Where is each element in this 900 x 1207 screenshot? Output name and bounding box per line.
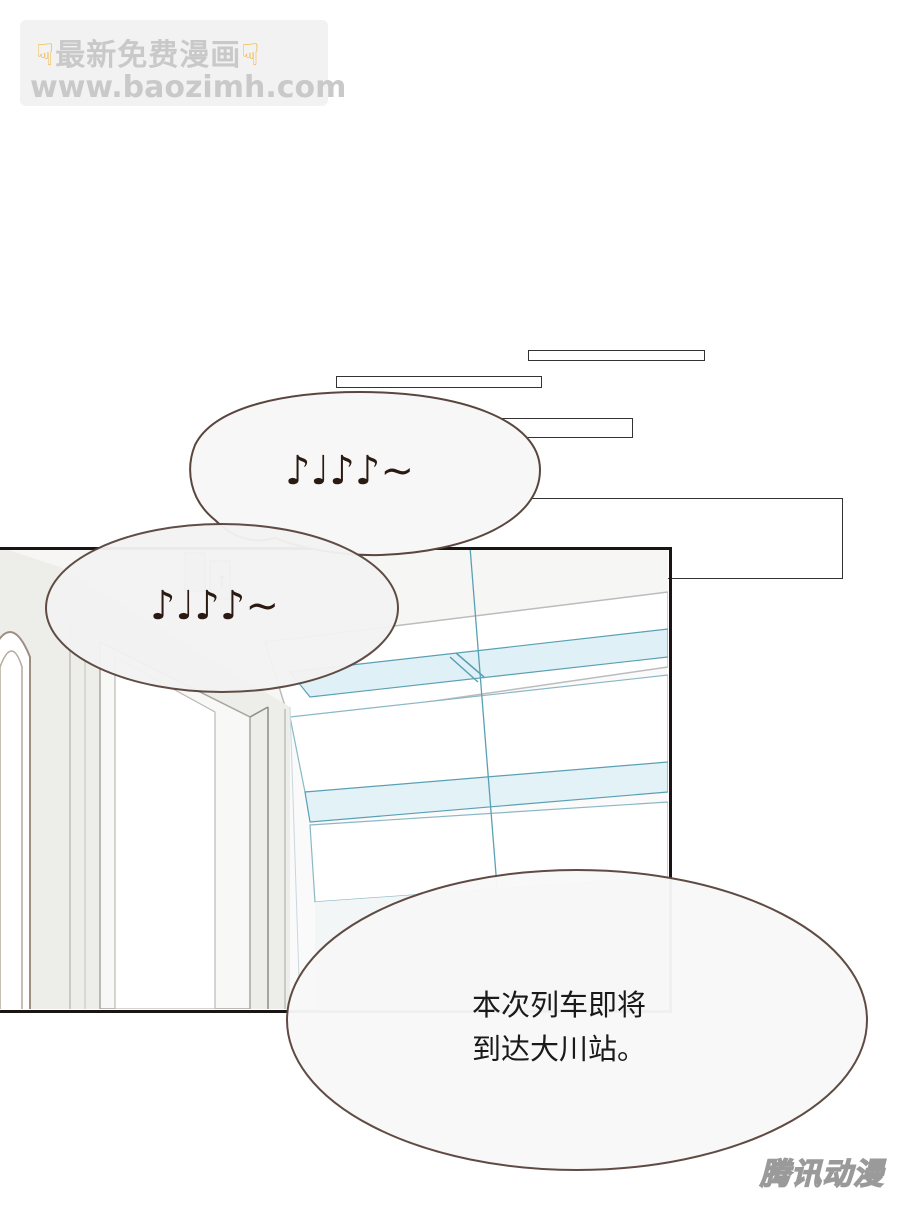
music-notes-text-top: ♪♩♪♪~ bbox=[285, 448, 414, 494]
watermark-line1: ☟最新免费漫画☟ bbox=[36, 38, 261, 73]
sound-bar bbox=[336, 376, 542, 388]
music-notes-text-left: ♪♩♪♪~ bbox=[150, 583, 279, 629]
watermark-line2: www.baozimh.com bbox=[30, 70, 347, 105]
sound-bar bbox=[528, 350, 705, 361]
pointing-hand-icon: ☟ bbox=[241, 38, 261, 73]
speech-bubble-announcement bbox=[286, 869, 868, 1171]
publisher-logo: 腾讯动漫 bbox=[759, 1156, 884, 1192]
speech-bubble-music-left bbox=[45, 523, 399, 693]
pointing-hand-icon: ☟ bbox=[36, 38, 56, 73]
announcement-text: 本次列车即将 到达大川站。 bbox=[472, 988, 647, 1066]
watermark-banner: ☟最新免费漫画☟ www.baozimh.com bbox=[20, 20, 346, 106]
